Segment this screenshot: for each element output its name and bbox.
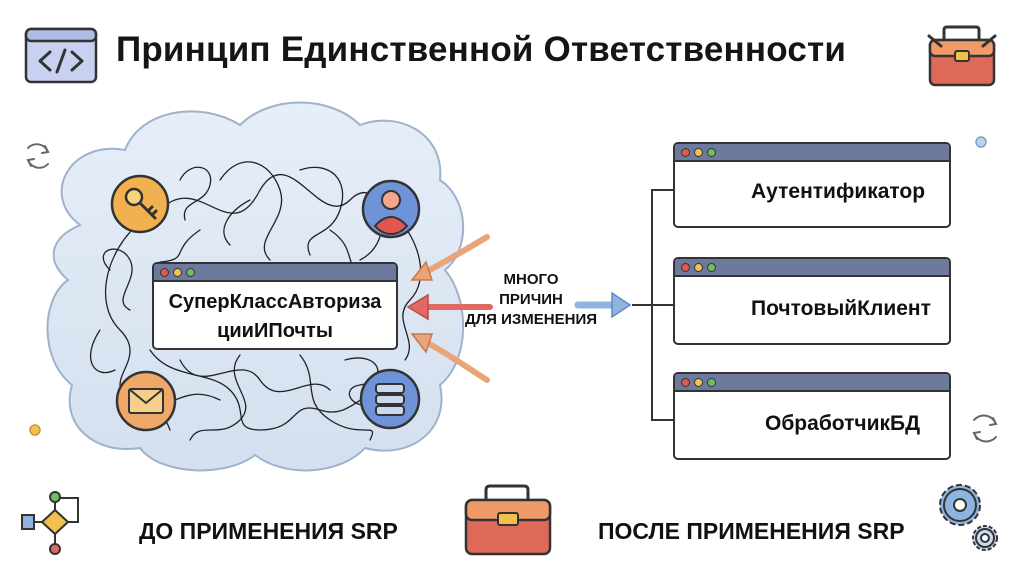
decor-dot — [975, 136, 987, 148]
page-title: Принцип Единственной Ответственности — [116, 30, 847, 69]
minimize-dot-icon — [173, 267, 182, 277]
super-class-name-line2: цииИПочты — [217, 320, 333, 342]
toolbox-icon — [464, 484, 552, 556]
code-window-icon — [24, 27, 98, 84]
reason-arrow-bottom — [410, 333, 490, 383]
minimize-dot-icon — [694, 147, 703, 157]
envelope-icon — [115, 370, 177, 432]
reason-arrow-top — [410, 234, 490, 281]
module-label: ПочтовыйКлиент — [751, 297, 931, 320]
reasons-label: МНОГО ПРИЧИН ДЛЯ ИЗМЕНЕНИЯ — [456, 270, 606, 330]
maximize-dot-icon — [186, 267, 195, 277]
super-class-window: СуперКлассАвториза цииИПочты — [152, 262, 398, 350]
module-label: Аутентификатор — [751, 180, 926, 203]
reasons-line3: ДЛЯ ИЗМЕНЕНИЯ — [464, 311, 598, 328]
reason-arrow-middle — [406, 293, 493, 321]
refactor-arrow — [574, 291, 632, 319]
close-dot-icon — [681, 377, 690, 387]
gears-icon — [939, 484, 998, 551]
close-dot-icon — [160, 267, 169, 277]
database-icon — [359, 368, 421, 430]
minimize-dot-icon — [694, 377, 703, 387]
module-db-handler: ОбработчикБД — [673, 372, 951, 460]
module-label: ОбработчикБД — [765, 412, 921, 435]
caption-before: ДО ПРИМЕНЕНИЯ SRP — [139, 518, 398, 544]
key-icon — [110, 174, 170, 234]
close-dot-icon — [681, 147, 690, 157]
super-class-name: СуперКлассАвториза цииИПочты — [154, 288, 396, 346]
window-titlebar — [675, 374, 949, 392]
toolbox-icon — [927, 25, 997, 87]
user-icon — [361, 179, 421, 239]
close-dot-icon — [681, 262, 690, 272]
module-authenticator: Аутентификатор — [673, 142, 951, 228]
maximize-dot-icon — [707, 377, 716, 387]
module-mail-client: ПочтовыйКлиент — [673, 257, 951, 345]
flowchart-icon — [21, 491, 79, 555]
decor-dot — [29, 424, 41, 436]
maximize-dot-icon — [707, 262, 716, 272]
super-class-name-line1: СуперКлассАвториза — [168, 291, 382, 313]
window-titlebar — [675, 259, 949, 277]
window-titlebar — [154, 264, 396, 282]
refresh-icon — [26, 143, 50, 169]
refresh-icon — [972, 414, 998, 443]
reasons-line2: ПРИЧИН — [499, 291, 563, 308]
reasons-line1: МНОГО — [503, 271, 559, 288]
maximize-dot-icon — [707, 147, 716, 157]
window-titlebar — [675, 144, 949, 162]
minimize-dot-icon — [694, 262, 703, 272]
module-connector — [632, 189, 673, 421]
caption-after: ПОСЛЕ ПРИМЕНЕНИЯ SRP — [598, 518, 905, 544]
